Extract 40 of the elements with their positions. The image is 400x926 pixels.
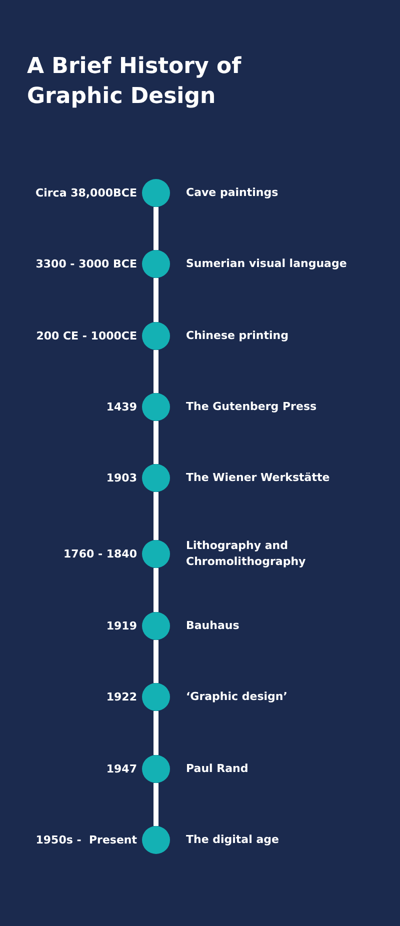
- date-label: 1950s - Present: [36, 834, 137, 846]
- event-label: The Wiener Werkstätte: [186, 470, 330, 486]
- timeline-dot: [142, 322, 170, 350]
- title: A Brief History of Graphic Design: [27, 53, 242, 111]
- timeline-line: [154, 711, 158, 755]
- date-label: 1922: [106, 690, 137, 704]
- event-label: Paul Rand: [186, 761, 248, 777]
- timeline-dot: [142, 250, 170, 278]
- timeline-line: [154, 350, 158, 393]
- timeline-line: [154, 207, 158, 250]
- date-label: 200 CE - 1000CE: [36, 330, 137, 342]
- timeline-dot: [142, 179, 170, 207]
- timeline-line: [154, 783, 158, 826]
- timeline-dot: [142, 464, 170, 492]
- timeline-line: [154, 640, 158, 683]
- date-label: 3300 - 3000 BCE: [36, 258, 137, 270]
- date-label: 1760 - 1840: [64, 548, 137, 560]
- event-label: Chinese printing: [186, 328, 288, 344]
- event-label: Cave paintings: [186, 185, 278, 201]
- timeline-line: [154, 421, 158, 464]
- timeline-dot: [142, 540, 170, 568]
- timeline-line: [154, 492, 158, 540]
- date-label: 1947: [106, 762, 137, 776]
- date-label: 1903: [106, 472, 137, 484]
- timeline-dot: [142, 612, 170, 640]
- timeline-dot: [142, 393, 170, 421]
- timeline-line: [154, 568, 158, 612]
- date-label: 1919: [106, 620, 137, 632]
- date-label: 1439: [106, 400, 137, 414]
- event-label: The Gutenberg Press: [186, 399, 317, 415]
- timeline-dot: [142, 826, 170, 854]
- event-label: ‘Graphic design’: [186, 689, 288, 705]
- event-label: Bauhaus: [186, 618, 240, 634]
- timeline-line: [154, 278, 158, 322]
- event-label: Lithography and Chromolithography: [186, 538, 307, 570]
- timeline-dot: [142, 755, 170, 783]
- timeline-dot: [142, 683, 170, 711]
- event-label: The digital age: [186, 832, 279, 848]
- event-label: Sumerian visual language: [186, 256, 347, 272]
- date-label: Circa 38,000BCE: [36, 186, 137, 200]
